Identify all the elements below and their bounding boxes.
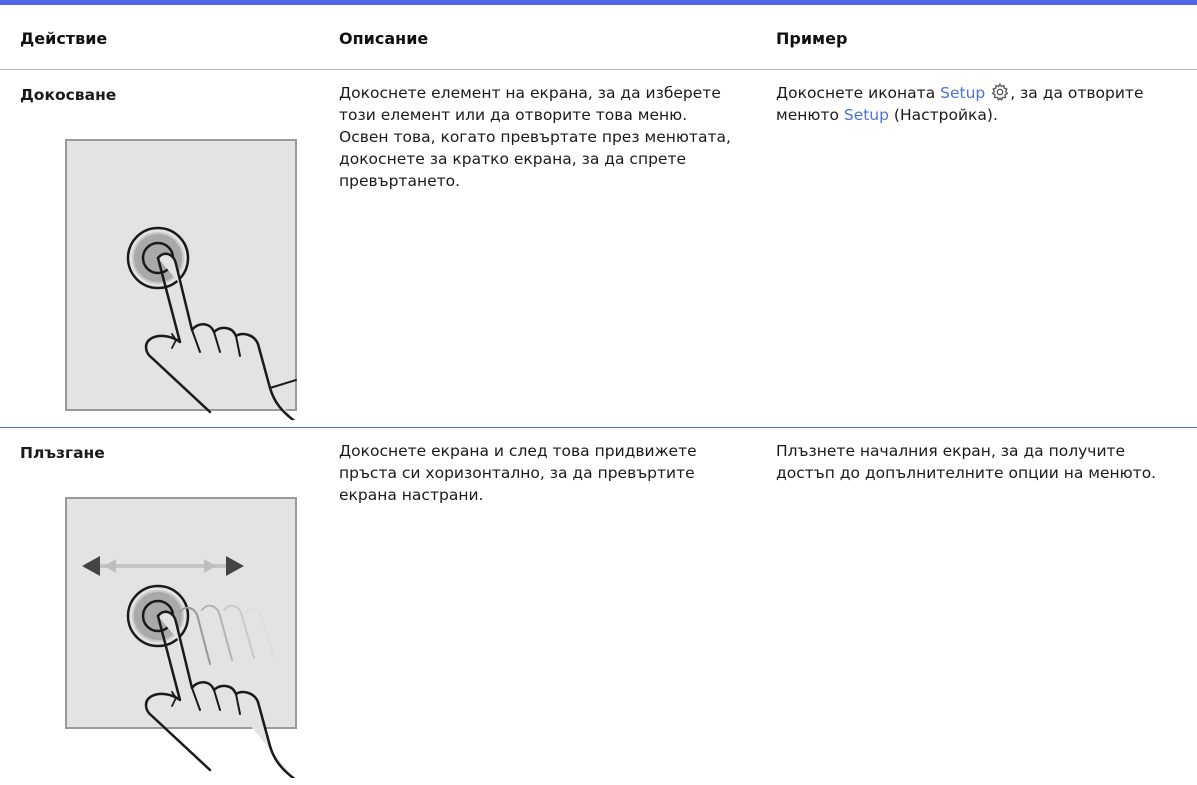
example-tap-text-2: , за да отворите менюто <box>776 84 1144 124</box>
table-row-swipe: Плъзгане Докоснете екрана и след това пр… <box>0 427 1197 785</box>
header-example: Пример <box>776 29 848 48</box>
action-label-swipe: Плъзгане <box>20 444 105 462</box>
example-tap: Докоснете иконата Setup , за да отворите… <box>776 82 1186 126</box>
example-swipe: Плъзнете началния екран, за да получите … <box>776 442 1157 482</box>
example-tap-text-3: (Настройка). <box>888 106 998 124</box>
tap-gesture-icon <box>65 139 297 420</box>
description-swipe: Докоснете екрана и след това придвижете … <box>339 442 697 504</box>
gear-icon <box>991 82 1009 101</box>
swipe-gesture-icon <box>65 497 297 778</box>
description-tap: Докоснете елемент на екрана, за да избер… <box>339 84 731 190</box>
setup-link-1[interactable]: Setup <box>940 84 986 102</box>
example-tap-text-1: Докоснете иконата <box>776 84 941 102</box>
table-top-rule <box>0 0 1197 5</box>
setup-link-2[interactable]: Setup <box>843 106 889 124</box>
table-header-row: Действие Описание Пример <box>0 5 1197 70</box>
header-action: Действие <box>20 29 108 48</box>
action-label-tap: Докосване <box>20 86 117 104</box>
table-row-tap: Докосване Докоснете елемент на екрана, з… <box>0 70 1197 426</box>
header-description: Описание <box>339 29 429 48</box>
